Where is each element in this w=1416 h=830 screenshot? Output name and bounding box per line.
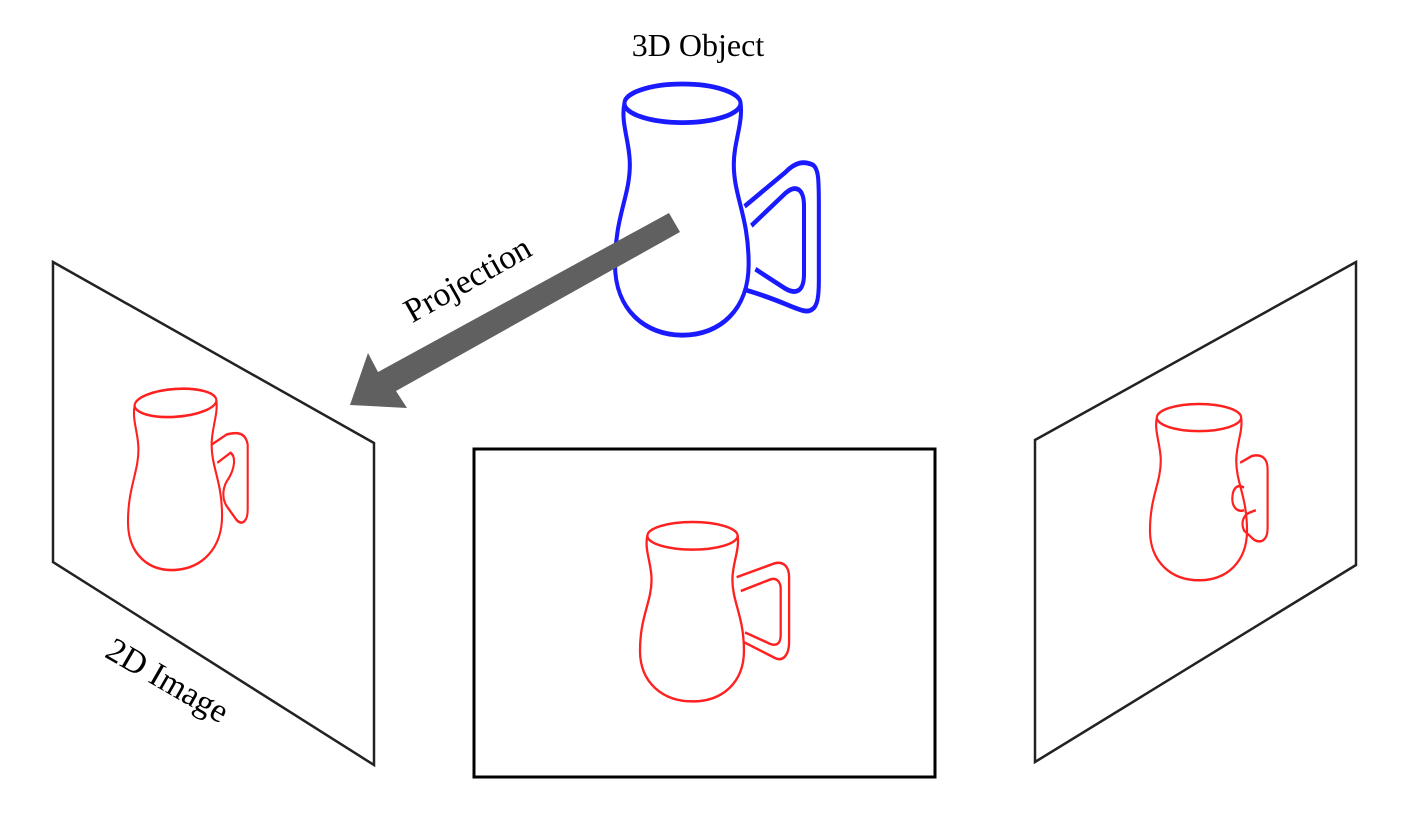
object-label: 3D Object (632, 27, 765, 63)
jug-projection-right-icon (1148, 402, 1269, 582)
jug-3d-object-icon (615, 84, 819, 335)
projection-arrow-icon (350, 213, 680, 408)
jug-projection-center-icon (638, 520, 791, 703)
jug-projection-left-icon (126, 384, 249, 575)
center-image-frame (472, 447, 937, 779)
right-image-plane (1033, 259, 1358, 765)
left-image-plane (51, 259, 376, 768)
image-label: 2D Image (100, 631, 235, 731)
